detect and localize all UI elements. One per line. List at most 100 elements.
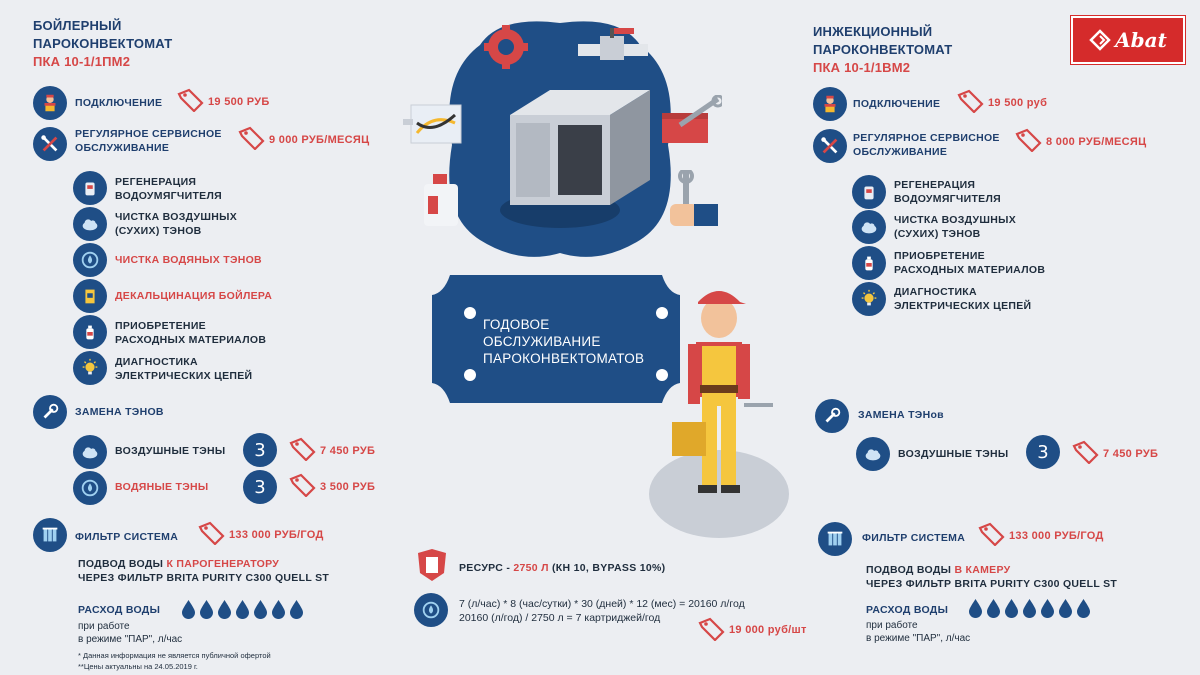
water-drop-icon — [200, 600, 213, 619]
softener-icon — [73, 171, 107, 205]
calc-line-2: 20160 (л/год) / 2750 л = 7 картриджей/го… — [459, 612, 661, 624]
right-service-label-1: РЕГУЛЯРНОЕ СЕРВИСНОЕ — [853, 132, 1000, 144]
wiring-box-icon — [403, 104, 462, 144]
detergent-icon — [73, 315, 107, 349]
left-service-label-1: РЕГУЛЯРНОЕ СЕРВИСНОЕ — [75, 128, 222, 140]
price-tag-icon — [177, 88, 204, 112]
right-service-price: 8 000 РУБ/МЕСЯЦ — [1046, 136, 1147, 148]
filter-icon — [818, 522, 852, 556]
left-item-5-line2: РАСХОДНЫХ МАТЕРИАЛОВ — [115, 334, 267, 346]
price-tag-icon — [1072, 440, 1099, 464]
right-service-label-2: ОБСЛУЖИВАНИЕ — [853, 146, 948, 158]
filter-icon — [33, 518, 67, 552]
water-drop-icon — [969, 599, 982, 618]
resource-a: РЕСУРС - — [459, 562, 514, 574]
price-tag-icon — [978, 522, 1005, 546]
right-supply-b: В КАМЕРУ — [954, 564, 1011, 576]
left-item-6-line1: ДИАГНОСТИКА — [115, 356, 198, 368]
right-filter-price: 133 000 РУБ/ГОД — [1009, 530, 1104, 542]
gear-icon — [484, 25, 528, 69]
left-service-price: 9 000 РУБ/МЕСЯЦ — [269, 134, 370, 146]
softener-icon — [852, 175, 886, 209]
left-supply-a: ПОДВОД ВОДЫ — [78, 558, 167, 570]
shield-cartridge-icon — [418, 549, 446, 581]
water-drop-icon — [1023, 599, 1036, 618]
bulb-icon — [73, 351, 107, 385]
toolbox-icon — [662, 95, 722, 143]
water-drop-icon — [272, 600, 285, 619]
right-water-drops — [968, 598, 1091, 618]
right-item-4-line1: ДИАГНОСТИКА — [894, 286, 977, 298]
left-water-price: 3 500 РУБ — [320, 481, 376, 493]
tools-icon — [813, 129, 847, 163]
right-air-label: ВОЗДУШНЫЕ ТЭНЫ — [898, 448, 1009, 460]
left-air-count: 3 — [243, 433, 277, 467]
right-air-count: 3 — [1026, 435, 1060, 469]
plate-line-3: ПАРОКОНВЕКТОМАТОВ — [483, 351, 645, 366]
left-consumption-2: в режиме "ПАР", л/час — [78, 634, 183, 645]
right-item-3-line2: РАСХОДНЫХ МАТЕРИАЛОВ — [894, 264, 1046, 276]
abat-logo: Abat — [1071, 16, 1185, 64]
price-tag-icon — [289, 473, 316, 497]
right-consumption-1: при работе — [866, 620, 918, 631]
cloud-icon — [856, 437, 890, 471]
wrench-icon — [815, 399, 849, 433]
center-illustration — [449, 21, 671, 257]
price-tag-icon — [198, 521, 225, 545]
left-item-1-line1: РЕГЕНЕРАЦИЯ — [115, 176, 197, 188]
cloud-icon — [852, 210, 886, 244]
water-drop-icon — [1059, 599, 1072, 618]
left-supply-b: К ПАРОГЕНЕРАТОРУ — [166, 558, 280, 570]
left-consumption-label: РАСХОД ВОДЫ — [78, 604, 161, 616]
left-item-2-line2: (СУХИХ) ТЭНОВ — [115, 225, 202, 237]
resource-c: (КН 10, BYPASS 10%) — [548, 562, 666, 574]
left-replace-label: ЗАМЕНА ТЭНОВ — [75, 406, 164, 418]
worker-icon — [813, 87, 847, 121]
price-tag-icon — [289, 437, 316, 461]
right-supply-a: ПОДВОД ВОДЫ — [866, 564, 955, 576]
water-drop-icon — [254, 600, 267, 619]
left-supply-line1: ПОДВОД ВОДЫ К ПАРОГЕНЕРАТОРУ — [78, 557, 279, 571]
bulb-icon — [852, 282, 886, 316]
tools-icon — [33, 127, 67, 161]
water-drop-icon — [218, 600, 231, 619]
price-tag-icon — [698, 617, 725, 641]
price-tag-icon — [238, 126, 265, 150]
right-air-price: 7 450 РУБ — [1103, 448, 1159, 460]
water-drop-icon — [182, 600, 195, 619]
right-consumption-label: РАСХОД ВОДЫ — [866, 604, 949, 616]
left-connect-label: ПОДКЛЮЧЕНИЕ — [75, 97, 163, 109]
price-tag-icon — [1015, 128, 1042, 152]
hand-wrench-icon — [670, 170, 718, 226]
left-item-4: ДЕКАЛЬЦИНАЦИЯ БОЙЛЕРА — [115, 290, 273, 302]
right-item-4-line2: ЭЛЕКТРИЧЕСКИХ ЦЕПЕЙ — [894, 300, 1032, 312]
right-item-3-line1: ПРИОБРЕТЕНИЕ — [894, 250, 985, 262]
left-air-label: ВОЗДУШНЫЕ ТЭНЫ — [115, 445, 226, 457]
left-item-5-line1: ПРИОБРЕТЕНИЕ — [115, 320, 206, 332]
boiler-icon — [73, 279, 107, 313]
right-supply-line2: ЧЕРЕЗ ФИЛЬТР BRITA PURITY C300 QUELL ST — [866, 578, 1118, 590]
right-connect-price: 19 500 руб — [988, 97, 1048, 109]
logo-text: Abat — [1115, 28, 1167, 52]
left-item-1-line2: ВОДОУМЯГЧИТЕЛЯ — [115, 190, 222, 202]
water-drop-icon — [1005, 599, 1018, 618]
right-consumption-2: в режиме "ПАР", л/час — [866, 633, 971, 644]
left-connect-price: 19 500 РУБ — [208, 96, 270, 108]
bottle-icon — [424, 174, 458, 226]
price-tag-icon — [957, 89, 984, 113]
plate-line-1: ГОДОВОЕ — [483, 317, 550, 332]
water-cycle-icon — [414, 593, 448, 627]
water-cycle-icon — [73, 471, 107, 505]
right-title-line2: ПАРОКОНВЕКТОМАТ — [813, 42, 953, 57]
left-consumption-1: при работе — [78, 621, 130, 632]
resource-b: 2750 Л — [513, 562, 549, 574]
left-model: ПКА 10-1/1ПМ2 — [33, 54, 131, 69]
water-drop-icon — [236, 600, 249, 619]
valve-icon — [578, 28, 648, 60]
left-supply-line2: ЧЕРЕЗ ФИЛЬТР BRITA PURITY C300 QUELL ST — [78, 572, 330, 584]
technician-illustration — [649, 291, 789, 538]
left-note-1: * Данная информация не является публично… — [78, 651, 271, 660]
left-item-3: ЧИСТКА ВОДЯНЫХ ТЭНОВ — [115, 254, 262, 266]
left-water-label: ВОДЯНЫЕ ТЭНЫ — [115, 481, 209, 493]
water-drop-icon — [1077, 599, 1090, 618]
